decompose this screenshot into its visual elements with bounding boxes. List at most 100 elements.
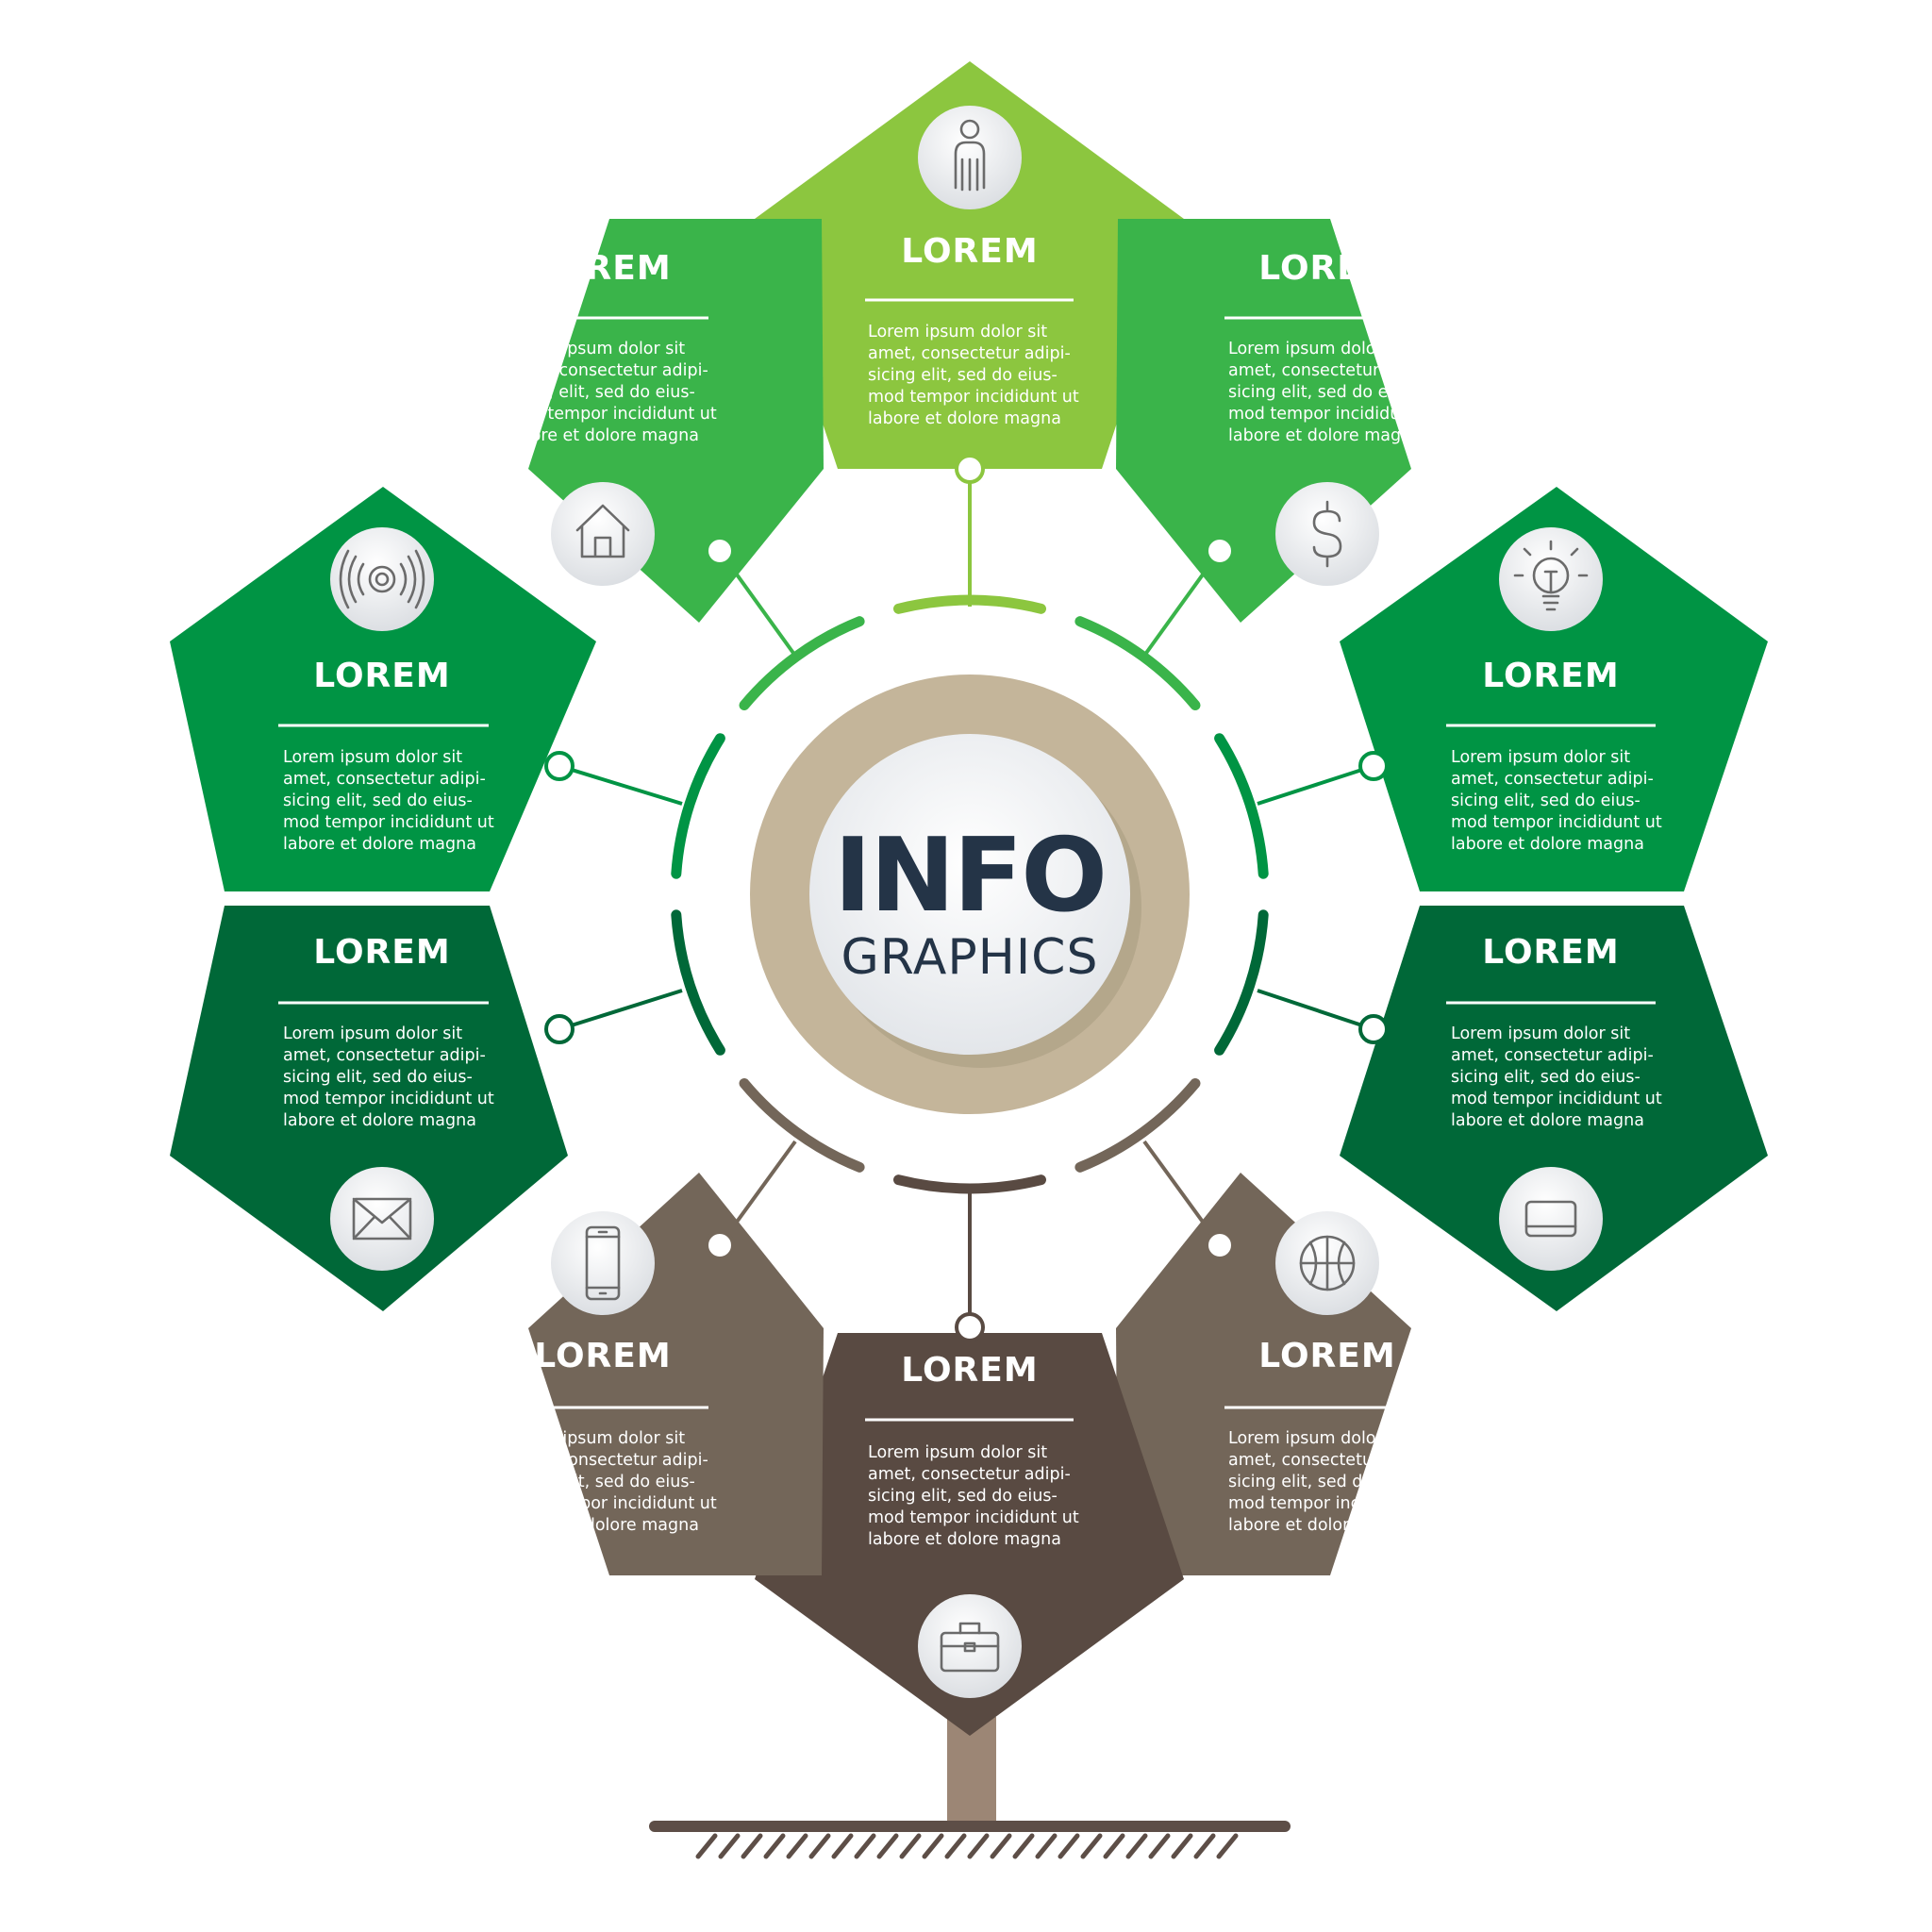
segment-right-upper: LOREM Lorem ipsum dolor sit amet, consecte… — [1340, 487, 1768, 891]
segment-title: LOREM — [313, 933, 450, 972]
segment-text-line: sicing elit, sed do eius- — [283, 791, 473, 810]
segment-title: LOREM — [313, 657, 450, 695]
segment-text: Lorem ipsum dolor sit amet, consectetur a… — [868, 323, 1079, 428]
segment-shape — [755, 1333, 1184, 1736]
tree-trunk — [947, 1717, 996, 1830]
segment-text-line: amet, consectetur adipi- — [506, 361, 708, 380]
segment-text-line: mod tempor incididunt ut — [283, 813, 494, 832]
segment-text-line: sicing elit, sed do eius- — [1228, 383, 1418, 402]
center-disc — [809, 734, 1130, 1055]
segment-text-line: Lorem ipsum dolor sit — [283, 748, 462, 767]
segment-left-upper: LOREM Lorem ipsum dolor sit amet, consecte… — [170, 487, 596, 891]
lightbulb-icon — [1499, 527, 1603, 631]
basketball-icon — [1275, 1211, 1379, 1315]
person-icon — [918, 106, 1022, 209]
segment-text-line: labore et dolore magna — [868, 409, 1061, 428]
connector-dot-bottom-right — [1205, 1230, 1235, 1260]
house-icon — [551, 482, 655, 586]
segment-text-line: amet, consectetur adipi- — [283, 770, 486, 789]
segment-text-line: Lorem ipsum dolor sit — [1228, 340, 1407, 358]
ring-arcs — [671, 594, 1269, 1194]
segment-text-line: labore et dolore magna — [1451, 1111, 1644, 1130]
segment-text: Lorem ipsum dolor sit amet, consectetur a… — [283, 1024, 494, 1130]
segment-text-line: sicing elit, sed do eius- — [1451, 791, 1641, 810]
segment-text-line: amet, consectetur adipi- — [1228, 1451, 1431, 1470]
icon-badge — [1499, 1167, 1603, 1271]
segment-text-line: sicing elit, sed do eius- — [1451, 1068, 1641, 1087]
connector-dot-left-upper — [544, 751, 575, 781]
center-title: INFO — [834, 817, 1106, 935]
segment-text-line: amet, consectetur adipi- — [283, 1046, 486, 1065]
briefcase-icon — [918, 1594, 1022, 1698]
phone-icon — [551, 1211, 655, 1315]
segment-text-line: amet, consectetur adipi- — [868, 1465, 1071, 1484]
segment-text-line: mod tempor incididunt ut — [506, 405, 717, 424]
segment-text: Lorem ipsum dolor sit amet, consectetur a… — [283, 748, 494, 854]
segment-text-line: mod tempor incididunt ut — [283, 1090, 494, 1108]
connector-dot-bottom — [955, 1312, 985, 1342]
segment-title: LOREM — [1482, 657, 1619, 695]
segment-text-line: mod tempor incididunt ut — [1228, 405, 1440, 424]
segment-text-line: mod tempor incididunt ut — [1451, 813, 1662, 832]
segment-text-line: labore et dolore magna — [283, 835, 476, 854]
segment-title: LOREM — [901, 232, 1038, 271]
ground-line — [649, 1821, 1291, 1832]
segment-text-line: amet, consectetur adipi- — [506, 1451, 708, 1470]
connector-dot-right-upper — [1358, 751, 1389, 781]
icon-badge — [918, 106, 1022, 209]
segment-text-line: sicing elit, sed do eius- — [506, 1473, 695, 1491]
icon-badge — [551, 482, 655, 586]
segment-text-line: labore et dolore magna — [506, 426, 699, 445]
ring-arc-top — [893, 594, 1046, 614]
segment-text-line: amet, consectetur adipi- — [1451, 770, 1654, 789]
segment-top-right: LOREM Lorem ipsum dolor sit amet, consecte… — [1116, 219, 1440, 623]
segment-text-line: labore et dolore magna — [1228, 1516, 1422, 1535]
connector-line-left-upper — [558, 764, 683, 806]
connectors — [558, 469, 1374, 1327]
segment-title: LOREM — [1482, 933, 1619, 972]
segment-text-line: labore et dolore magna — [1451, 835, 1644, 854]
signal-icon — [330, 527, 434, 631]
connector-dot-top-right — [1205, 536, 1235, 566]
ring-arc-left-upper — [671, 733, 725, 879]
segment-text-line: mod tempor incididunt ut — [1228, 1494, 1440, 1513]
segment-shape — [170, 487, 596, 891]
center-subtitle: GRAPHICS — [841, 929, 1098, 986]
segment-text-line: labore et dolore magna — [868, 1530, 1061, 1549]
segment-text-line: amet, consectetur adipi- — [1451, 1046, 1654, 1065]
segment-text-line: Lorem ipsum dolor sit — [1451, 748, 1630, 767]
segment-text-line: mod tempor incididunt ut — [506, 1494, 717, 1513]
segment-text-line: labore et dolore magna — [283, 1111, 476, 1130]
segment-text: Lorem ipsum dolor sit amet, consectetur a… — [506, 340, 717, 445]
segments: LOREM Lorem ipsum dolor sit amet, consecte… — [170, 61, 1768, 1736]
segment-title: LOREM — [534, 1337, 671, 1375]
segment-text-line: amet, consectetur adipi- — [868, 344, 1071, 363]
ring-arc-bottom-left — [739, 1078, 865, 1173]
segment-title: LOREM — [1258, 249, 1395, 288]
ground-hatch — [695, 1833, 1239, 1859]
connector-dot-right-lower — [1358, 1014, 1389, 1044]
segment-text-line: amet, consectetur adipi- — [1228, 361, 1431, 380]
icon-badge — [330, 1167, 434, 1271]
segment-text-line: labore et dolore magna — [506, 1516, 699, 1535]
segment-text-line: labore et dolore magna — [1228, 426, 1422, 445]
ring-arc-right-lower — [1214, 909, 1269, 1056]
dollar-icon — [1275, 482, 1379, 586]
mail-icon — [330, 1167, 434, 1271]
ring-arc-top-left — [739, 616, 865, 710]
segment-text-line: sicing elit, sed do eius- — [283, 1068, 473, 1087]
segment-title: LOREM — [901, 1351, 1038, 1390]
segment-text-line: Lorem ipsum dolor sit — [868, 323, 1047, 341]
connector-line-right-lower — [1257, 989, 1374, 1031]
card-icon — [1499, 1167, 1603, 1271]
segment-text-line: sicing elit, sed do eius- — [868, 1487, 1058, 1506]
connector-line-right-upper — [1257, 764, 1374, 806]
segment-text-line: Lorem ipsum dolor sit — [283, 1024, 462, 1043]
segment-text-line: Lorem ipsum dolor sit — [506, 340, 685, 358]
